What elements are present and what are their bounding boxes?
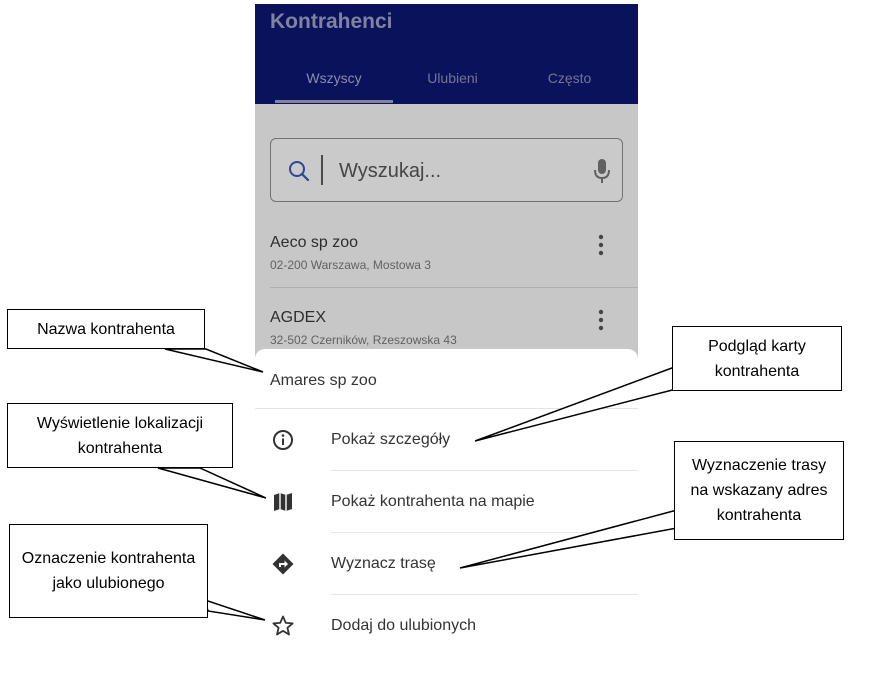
- list-item[interactable]: AGDEX 32-502 Czerników, Rzeszowska 43: [255, 305, 638, 365]
- tab-indicator: [275, 100, 393, 103]
- divider: [331, 594, 638, 595]
- info-icon: [273, 430, 293, 450]
- callout-route: Wyznaczenie trasy na wskazany adres kont…: [674, 441, 844, 540]
- action-label: Pokaż kontrahenta na mapie: [331, 493, 535, 510]
- callout-details: Podgląd karty kontrahenta: [672, 326, 842, 391]
- search-icon: [289, 161, 310, 182]
- search-box[interactable]: [270, 138, 623, 202]
- action-add-favorite[interactable]: Dodaj do ulubionych: [255, 595, 638, 657]
- tab-frequent[interactable]: Często: [547, 70, 592, 86]
- star-outline-icon: [272, 615, 294, 636]
- text-cursor: [321, 155, 323, 185]
- callout-favorite: Oznaczenie kontrahenta jako ulubionego: [9, 524, 208, 618]
- bottom-sheet: Amares sp zoo Pokaż szczegóły Pokaż kont…: [255, 349, 638, 664]
- action-label: Dodaj do ulubionych: [331, 617, 476, 634]
- action-label: Wyznacz trasę: [331, 555, 436, 572]
- list-item[interactable]: Aeco sp zoo 02-200 Warszawa, Mostowa 3: [255, 230, 638, 290]
- action-show-on-map[interactable]: Pokaż kontrahenta na mapie: [255, 471, 638, 533]
- more-vert-icon[interactable]: [597, 309, 605, 331]
- action-label: Pokaż szczegóły: [331, 431, 451, 448]
- divider: [270, 287, 638, 288]
- contractor-name: AGDEX: [270, 309, 327, 326]
- divider: [331, 470, 638, 471]
- map-icon: [274, 493, 292, 511]
- callout-location: Wyświetlenie lokalizacji kontrahenta: [7, 403, 233, 468]
- search-input[interactable]: [337, 153, 581, 189]
- action-route[interactable]: Wyznacz trasę: [255, 533, 638, 595]
- directions-icon: [272, 553, 294, 575]
- divider: [255, 408, 638, 409]
- microphone-icon[interactable]: [593, 158, 611, 184]
- tab-favorites[interactable]: Ulubieni: [427, 70, 478, 86]
- contractor-address: 32-502 Czerników, Rzeszowska 43: [270, 333, 457, 347]
- tab-all[interactable]: Wszyscy: [306, 70, 362, 86]
- phone-screen: Kontrahenci Wszyscy Ulubieni Często Aeco…: [255, 4, 638, 664]
- callout-name: Nazwa kontrahenta: [7, 309, 205, 349]
- more-vert-icon[interactable]: [597, 234, 605, 256]
- contractor-name: Aeco sp zoo: [270, 234, 359, 251]
- page-title: Kontrahenci: [270, 10, 393, 33]
- contractor-address: 02-200 Warszawa, Mostowa 3: [270, 258, 431, 272]
- app-bar: Kontrahenci Wszyscy Ulubieni Często: [255, 4, 638, 104]
- action-show-details[interactable]: Pokaż szczegóły: [255, 409, 638, 471]
- sheet-title: Amares sp zoo: [270, 372, 377, 389]
